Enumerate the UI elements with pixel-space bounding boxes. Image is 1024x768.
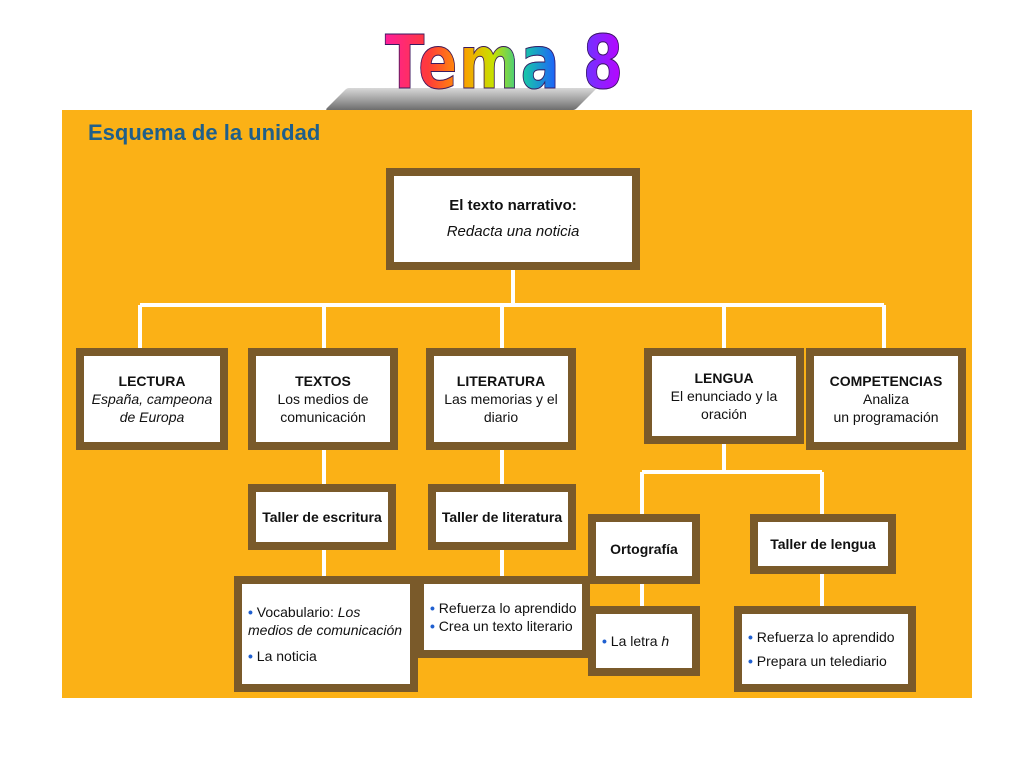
section-lectura-sub: España, campeona de Europa	[91, 391, 213, 425]
bullet: •	[248, 648, 253, 664]
list-literatura-item-2: • Crea un texto literario	[430, 618, 573, 634]
list-lengua: • Refuerza lo aprendido • Prepara un tel…	[734, 606, 916, 692]
taller-escritura-label: Taller de escritura	[262, 509, 382, 525]
list-lengua-item-1: • Refuerza lo aprendido	[748, 629, 895, 645]
list-literatura-item-1: • Refuerza lo aprendido	[430, 600, 577, 616]
section-literatura-sub: Las memorias y el diario	[444, 391, 558, 425]
section-textos-sub: Los medios de comunicación	[277, 391, 369, 425]
taller-literatura-label: Taller de literatura	[441, 509, 563, 525]
title-wordart: Tema 8	[325, 20, 623, 123]
bullet: •	[748, 629, 753, 645]
list-escritura-item-2: • La noticia	[248, 648, 317, 664]
section-competencias-sub2: un programación	[833, 409, 939, 425]
bullet: •	[748, 653, 753, 669]
section-lectura-heading: LECTURA	[118, 373, 186, 389]
bullet: •	[248, 604, 253, 620]
section-textos: TEXTOS Los medios de comunicación	[248, 348, 398, 450]
list-literatura: • Refuerza lo aprendido • Crea un texto …	[416, 576, 590, 658]
box-ortografia-label: Ortografía	[610, 541, 678, 557]
box-ortografia: Ortografía	[588, 514, 700, 584]
connector-lines	[138, 268, 886, 608]
section-competencias: COMPETENCIAS Analiza un programación	[806, 348, 966, 450]
section-competencias-heading: COMPETENCIAS	[829, 373, 943, 389]
root-heading: El texto narrativo:	[449, 197, 577, 214]
section-lengua-sub: El enunciado y la oración	[670, 388, 778, 422]
section-literatura: LITERATURA Las memorias y el diario	[426, 348, 576, 450]
bullet: •	[430, 618, 435, 634]
section-textos-heading: TEXTOS	[295, 373, 351, 389]
taller-escritura: Taller de escritura	[248, 484, 396, 550]
list-lengua-item-2: • Prepara un telediario	[748, 653, 887, 669]
list-escritura: • Vocabulario: Los medios de comunicació…	[234, 576, 418, 692]
taller-literatura: Taller de literatura	[428, 484, 576, 550]
section-literatura-heading: LITERATURA	[456, 373, 546, 389]
section-lengua-heading: LENGUA	[694, 370, 754, 386]
panel-title: Esquema de la unidad	[88, 120, 321, 145]
section-lectura: LECTURA España, campeona de Europa	[76, 348, 228, 450]
scheme-panel: Esquema de la unidad El texto narrativo:…	[62, 110, 972, 698]
taller-lengua: Taller de lengua	[750, 514, 896, 574]
bullet: •	[430, 600, 435, 616]
list-escritura-item-1: • Vocabulario: Los medios de comunicació…	[248, 604, 403, 638]
taller-lengua-label: Taller de lengua	[770, 536, 876, 552]
root-box: El texto narrativo: Redacta una noticia	[386, 168, 640, 270]
list-ortografia: • La letra h	[588, 606, 700, 676]
section-competencias-sub1: Analiza	[863, 391, 909, 407]
root-sub: Redacta una noticia	[446, 223, 580, 240]
page-title: Tema 8	[385, 20, 625, 107]
bullet: •	[602, 633, 607, 649]
list-ortografia-item-1: • La letra h	[602, 633, 670, 649]
section-lengua: LENGUA El enunciado y la oración	[644, 348, 804, 444]
